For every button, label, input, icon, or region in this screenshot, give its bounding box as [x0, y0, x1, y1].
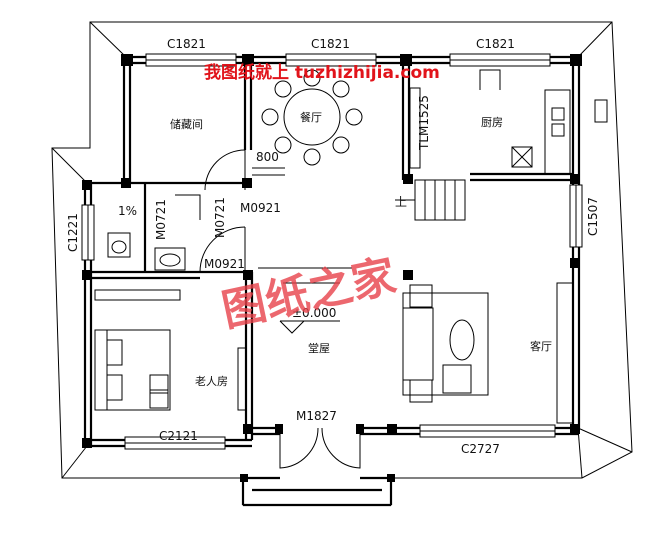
window-label-top-right: C1821 [476, 37, 515, 51]
window-label-left: C1221 [66, 213, 80, 252]
door-swings [175, 149, 361, 469]
watermark-top: 我图纸就上 tuzhizhijia.com [204, 62, 440, 83]
window-label-top-mid: C1821 [311, 37, 350, 51]
kitchen-fixtures [409, 69, 608, 175]
window-openings [81, 53, 583, 450]
door-label-bed: M0921 [204, 257, 245, 271]
window-label-bottom-right: C2727 [461, 442, 500, 456]
door-label-storage: M0721 [213, 197, 227, 238]
door-label-entrance: M1827 [296, 409, 337, 423]
room-label-elder-bedroom: 老人房 [195, 375, 228, 388]
dimension-800: 800 [256, 150, 279, 164]
elevation-marker [258, 267, 352, 334]
window-label-right: C1507 [586, 197, 600, 236]
door-label-kitchen: TLM1525 [417, 95, 431, 151]
bathroom-fixtures [94, 232, 186, 301]
stair-up-label: 上 [395, 195, 407, 209]
stairs [395, 179, 466, 221]
door-label-bath: M0721 [154, 199, 168, 240]
room-label-storage: 储藏间 [170, 117, 203, 131]
door-label-hall: M0921 [240, 201, 281, 215]
room-label-living-room: 客厅 [530, 339, 552, 353]
slope-label: 1% [118, 204, 137, 218]
window-label-top-left: C1821 [167, 37, 206, 51]
dining-table [252, 69, 363, 176]
elevation-label: ±0.000 [292, 306, 336, 320]
room-label-kitchen: 厨房 [481, 116, 503, 129]
window-label-bottom-left: C2121 [159, 429, 198, 443]
room-label-main-hall: 堂屋 [308, 342, 330, 355]
sofa-set [402, 282, 574, 424]
room-label-dining: 餐厅 [300, 110, 322, 124]
bed [94, 329, 247, 411]
